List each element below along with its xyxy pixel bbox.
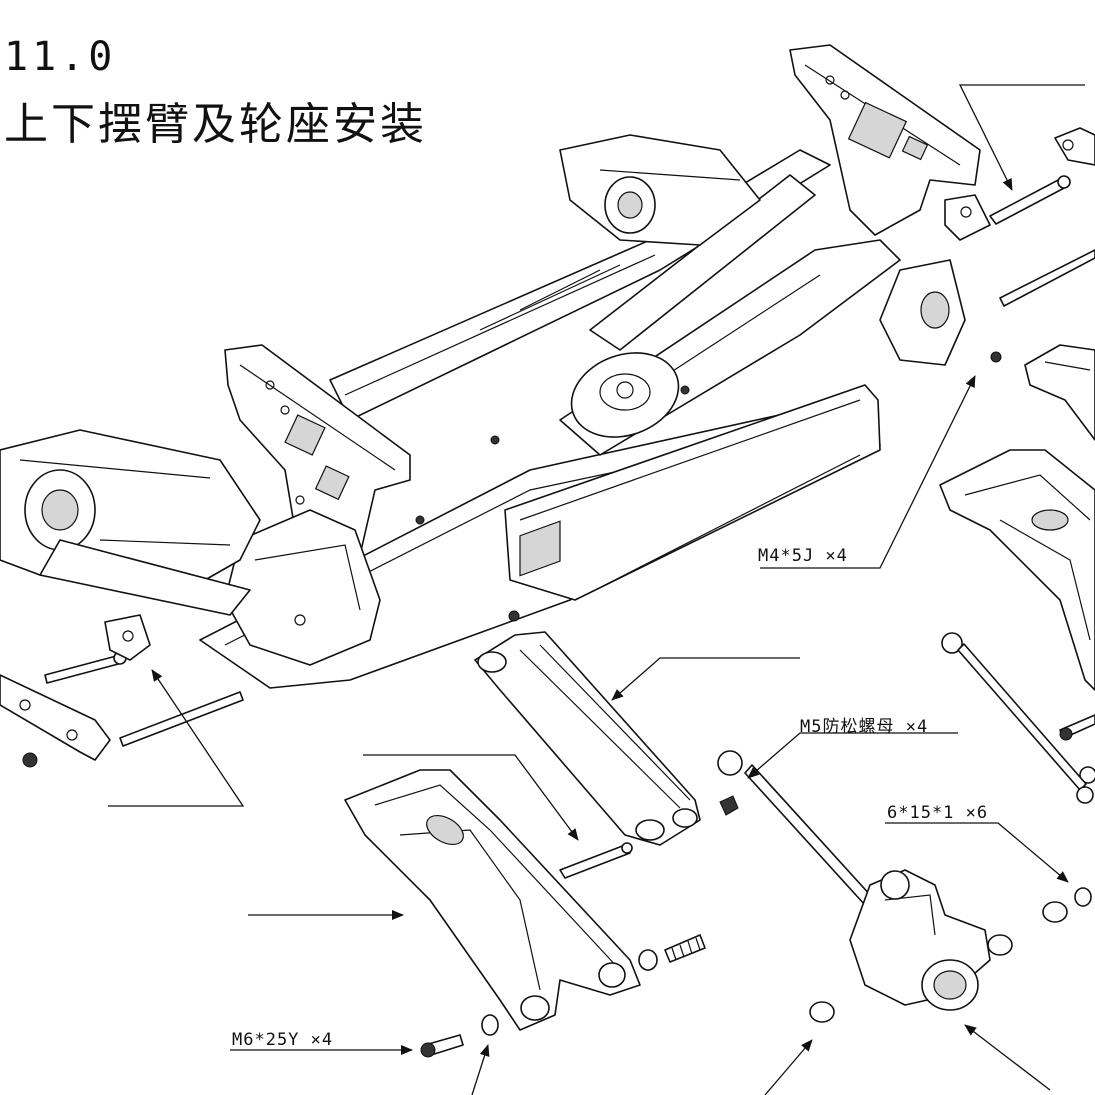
callout-m4-screw: M4*5J ×4 [758,546,848,566]
chassis-assembly [0,44,981,689]
rear-bolt-right [1059,714,1095,784]
front-lower-arm [344,769,641,1031]
leader-lines [108,84,1085,1095]
callout-m6-screw: M6*25Y ×4 [232,1030,334,1050]
step-number: 11.0 [4,34,117,80]
front-screws [420,934,706,1058]
steering-knuckle [809,869,1092,1023]
rear-lower-arm [939,449,1095,691]
front-pins [0,614,244,768]
callout-m5-locknut: M5防松螺母 ×4 [800,717,929,737]
front-upper-arm [474,610,701,846]
rear-lower-arm-upper [1024,344,1095,441]
front-driveshaft [717,750,873,906]
rear-upper-pins [944,127,1095,363]
callout-bearing: 6*15*1 ×6 [887,803,989,823]
rear-driveshaft [941,632,1094,804]
step-title: 上下摆臂及轮座安装 [4,99,427,150]
